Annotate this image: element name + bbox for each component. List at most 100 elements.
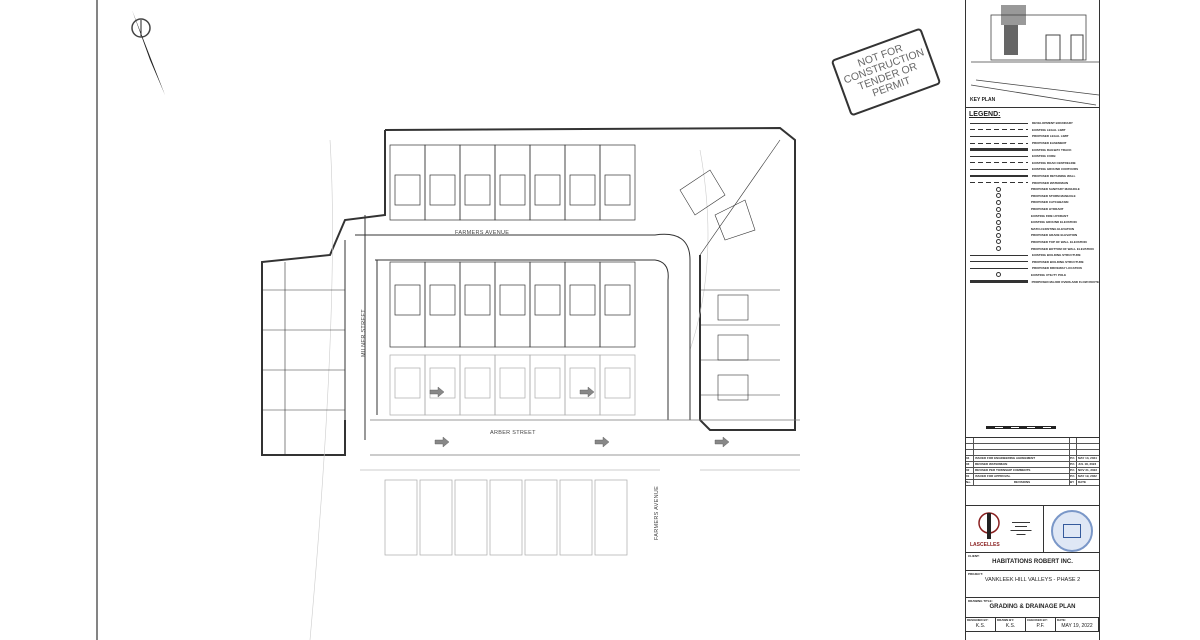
street-label-farmers-avenue-south: FARMERS AVENUE	[654, 485, 661, 541]
legend-symbol	[996, 186, 1001, 192]
legend-label: PROPOSED DRIVEWAY LOCATION	[1032, 266, 1082, 271]
rev-header-no: No.	[966, 480, 974, 485]
lot	[559, 479, 593, 556]
lot	[569, 174, 596, 206]
legend-item: PROPOSED DRIVEWAY LOCATION	[966, 265, 1099, 272]
signoff-row: DESIGNED BY:K.S.DRAWN BY:K.S.CHECKED BY:…	[966, 618, 1099, 632]
legend-label: PROPOSED TOP OF WALL ELEVATION	[1031, 239, 1087, 244]
rev-header-desc: REVISIONS	[974, 480, 1070, 485]
legend-item: EXISTING LEGAL LIMIT	[966, 127, 1099, 134]
revision-by: P.F.	[1070, 456, 1077, 461]
legend-item: PROPOSED EASEMENT	[966, 140, 1099, 147]
firm-block: LASCELLES ▬▬▬▬▬▬▬▬▬▬▬▬▬▬▬▬▬▬▬▬	[966, 505, 1099, 553]
client-caption: CLIENT:	[968, 554, 980, 558]
revision-no: 03	[966, 462, 974, 467]
legend-symbol	[996, 206, 1001, 212]
revision-desc: ISSUED FOR ENGINEERING AGREEMENT	[974, 456, 1070, 461]
legend-label: MATCH EXISTING ELEVATION	[1031, 226, 1075, 231]
drawing-caption: DRAWING TITLE:	[968, 599, 993, 603]
lot	[499, 367, 526, 399]
legend-item: PROPOSED CATCHBASIN	[966, 199, 1099, 206]
legend-symbol	[970, 174, 1028, 178]
client-block: CLIENT: HABITATIONS ROBERT INC.	[966, 553, 1099, 571]
lot	[419, 479, 453, 556]
signoff-cell: DATE:MAY 19, 2022	[1056, 618, 1099, 631]
legend-symbol	[970, 142, 1028, 144]
legend-symbol	[970, 135, 1028, 137]
lot	[599, 354, 636, 416]
legend-item: EXISTING RAILWAY TRACK	[966, 146, 1099, 153]
firm-name: LASCELLES	[970, 542, 1000, 548]
revision-no: 04	[966, 456, 974, 461]
engineer-seal	[1050, 510, 1093, 552]
signoff-value: K.S.	[975, 623, 986, 629]
legend-symbol	[970, 129, 1028, 131]
legend-item: EXISTING FIRE HYDRANT	[966, 212, 1099, 219]
legend-item: PROPOSED SANITARY MANHOLE	[966, 186, 1099, 193]
lot	[429, 367, 456, 399]
legend-label: PROPOSED LEGAL LIMIT	[1032, 134, 1069, 139]
legend-item: PROPOSED LEGAL LIMIT	[966, 133, 1099, 140]
legend-label: EXISTING GROUND CONTOURS	[1032, 167, 1079, 172]
revision-desc: ISSUED FOR APPROVAL	[974, 474, 1070, 479]
legend-label: PROPOSED GRADE ELEVATION	[1031, 233, 1078, 238]
revisions-header: No. REVISIONS BY DATE	[966, 480, 1099, 486]
legend-symbol	[996, 232, 1001, 238]
street-label-farmers-avenue: FARMERS AVENUE	[455, 230, 510, 236]
legend-symbol	[970, 182, 1028, 184]
lot	[569, 367, 596, 399]
lot	[499, 174, 526, 206]
drawing-title-block: DRAWING TITLE: GRADING & DRAINAGE PLAN	[966, 598, 1099, 618]
lot	[464, 367, 491, 399]
legend-title: LEGEND:	[969, 111, 1001, 118]
legend-item: EXISTING GROUND CONTOURS	[966, 166, 1099, 173]
lot	[394, 284, 421, 316]
north-arrow-icon	[131, 10, 165, 95]
legend-label: EXISTING ROAD CENTRELINE	[1032, 160, 1076, 165]
revision-no: 02	[966, 468, 974, 473]
legend-label: PROPOSED CATCHBASIN	[1031, 200, 1069, 205]
client-name: HABITATIONS ROBERT INC.	[992, 559, 1073, 565]
lot	[489, 479, 523, 556]
lot	[394, 367, 421, 399]
legend-label: EXISTING CURB	[1032, 154, 1056, 159]
revision-no: 01	[966, 474, 974, 479]
legend-item: PROPOSED RETAINING WALL	[966, 173, 1099, 180]
legend-label: PROPOSED EASEMENT	[1032, 141, 1067, 146]
legend-item: MATCH EXISTING ELEVATION	[966, 226, 1099, 233]
legend-label: PROPOSED WATERMAIN	[1032, 180, 1069, 185]
legend-item: EXISTING GROUND ELEVATION	[966, 219, 1099, 226]
lot	[604, 284, 631, 316]
legend-item: PROPOSED STORM MANHOLE	[966, 193, 1099, 200]
scale-bar	[986, 426, 1056, 429]
legend-symbol	[970, 280, 1028, 283]
signoff-cell: DRAWN BY:K.S.	[996, 618, 1026, 631]
project-caption: PROJECT:	[968, 572, 983, 576]
firm-address: ▬▬▬▬▬▬▬▬▬▬▬▬▬▬▬▬▬▬▬▬	[1010, 520, 1032, 536]
revision-date: JUL 18, 2023	[1078, 462, 1097, 466]
legend-symbol	[996, 219, 1001, 225]
legend-symbol	[996, 213, 1001, 219]
signoff-caption: DESIGNED BY:	[967, 618, 989, 622]
revision-by: P.F.	[1070, 468, 1077, 473]
firm-logo-icon	[978, 512, 1000, 539]
signoff-caption: DRAWN BY:	[997, 618, 1015, 622]
lot	[464, 174, 491, 206]
lot	[599, 261, 636, 348]
site-plan	[261, 126, 800, 640]
lot	[594, 479, 628, 556]
lot	[524, 479, 558, 556]
development-boundary	[261, 126, 796, 456]
signoff-value: K.S.	[1005, 623, 1016, 629]
legend-symbol	[996, 239, 1001, 245]
legend-item: EXISTING CURB	[966, 153, 1099, 160]
legend-symbol	[996, 199, 1001, 205]
legend-symbol	[970, 254, 1028, 256]
legend-item: EXISTING UTILITY POLE	[966, 272, 1099, 279]
legend-label: PROPOSED STORM MANHOLE	[1031, 193, 1076, 198]
